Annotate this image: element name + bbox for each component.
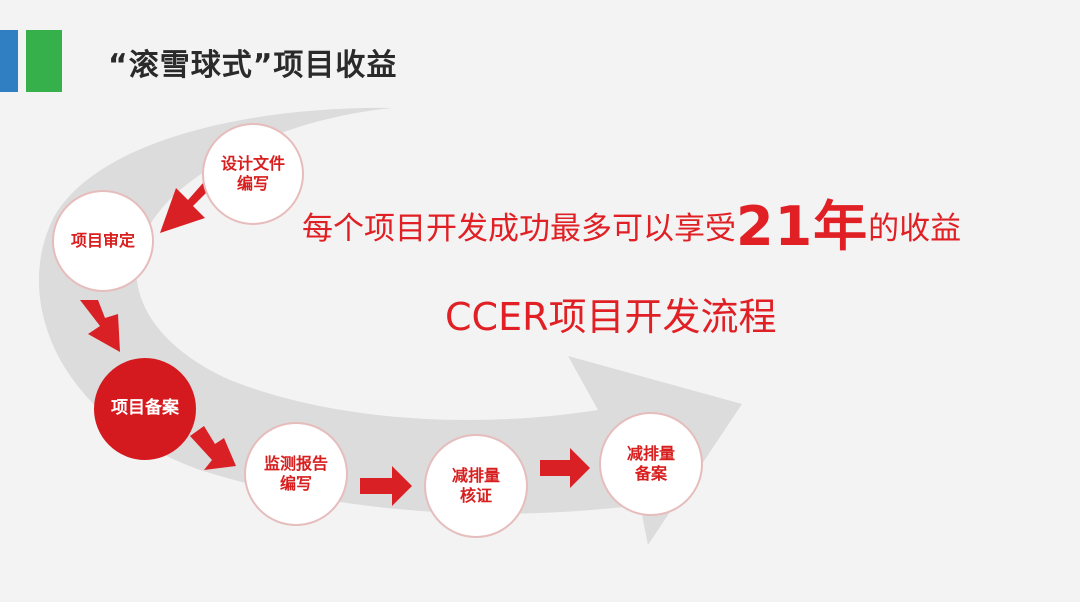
headline-text-before: 每个项目开发成功最多可以享受	[302, 211, 736, 247]
step-label: 项目审定	[70, 231, 135, 250]
blue-stripe	[0, 30, 18, 92]
step-arrow-2	[80, 300, 120, 352]
benefit-headline: 每个项目开发成功最多可以享受21年的收益	[302, 182, 961, 261]
page-title: “滚雪球式”项目收益	[108, 48, 398, 83]
swoosh-arrow	[38, 107, 742, 545]
step-monitoring-report: 监测报告 编写	[244, 422, 348, 526]
step-arrow-3	[190, 426, 236, 470]
step-label: 监测报告 编写	[263, 454, 328, 493]
step-label: 减排量 备案	[626, 444, 675, 483]
step-registration: 项目备案	[94, 358, 196, 460]
step-arrow-1	[160, 183, 209, 233]
step-design-doc: 设计文件 编写	[202, 123, 304, 225]
step-label: 减排量 核证	[451, 466, 500, 505]
step-verification: 减排量 核证	[424, 434, 528, 538]
process-title: CCER项目开发流程	[445, 295, 777, 339]
step-label: 设计文件 编写	[220, 154, 285, 193]
headline-text-after: 的收益	[868, 211, 962, 247]
step-label: 项目备案	[111, 398, 179, 419]
green-stripe	[26, 30, 62, 92]
step-arrow-5	[540, 448, 590, 488]
step-issuance: 减排量 备案	[599, 412, 703, 516]
headline-emphasis: 21年	[736, 195, 869, 258]
step-arrow-4	[360, 466, 412, 506]
step-validation: 项目审定	[52, 190, 154, 292]
